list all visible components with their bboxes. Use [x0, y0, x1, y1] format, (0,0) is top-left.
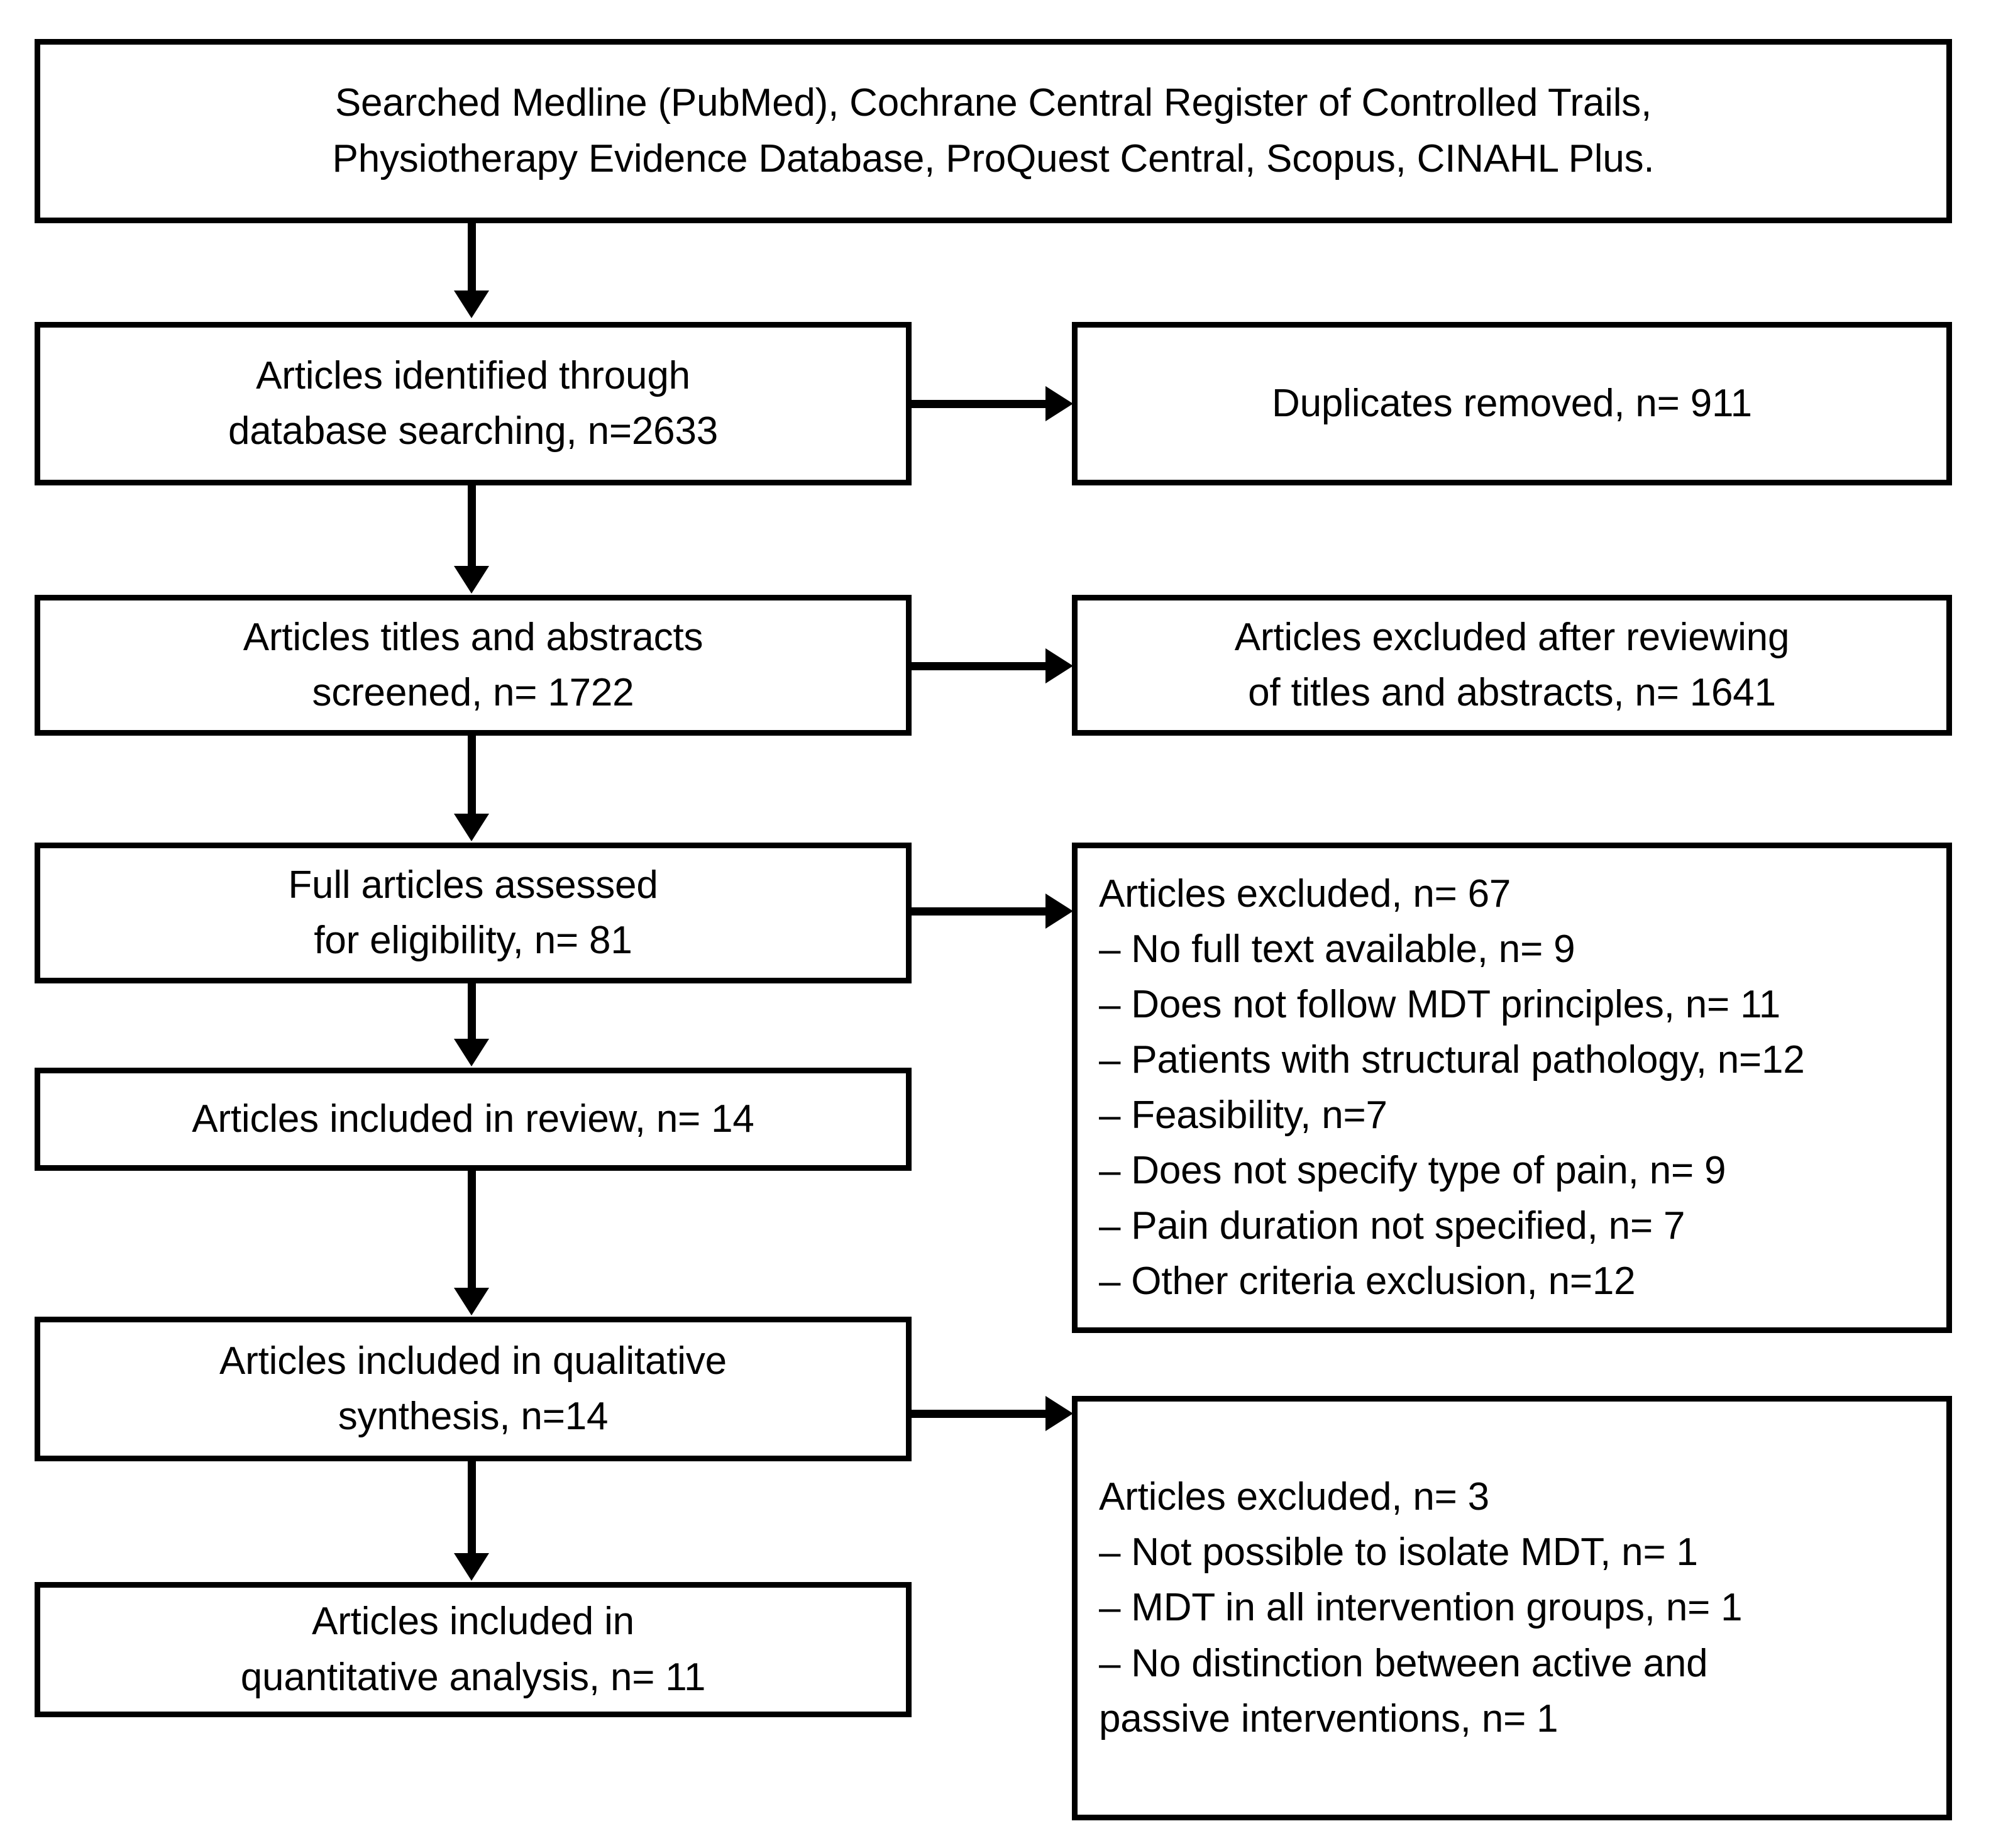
excluded-quantitative-line-4: – No distinction between active and: [1099, 1641, 1708, 1685]
screened-line-2: screened, n= 1722: [312, 671, 634, 714]
databases-searched-line-1: Searched Medline (PubMed), Cochrane Cent…: [334, 81, 1652, 125]
node-titles-abstracts-screened: Articles titles and abstracts screened, …: [35, 595, 912, 736]
screened-line-1: Articles titles and abstracts: [243, 615, 703, 659]
node-excluded-after-screening: Articles excluded after reviewing of tit…: [1072, 595, 1952, 736]
connector-eligibility-to-excluded: [912, 907, 1050, 916]
node-full-articles-assessed: Full articles assessed for eligibility, …: [35, 843, 912, 983]
eligibility-line-1: Full articles assessed: [288, 863, 658, 907]
excluded-fulltext-line-4: – Patients with structural pathology, n=…: [1099, 1037, 1805, 1082]
node-excluded-full-text: Articles excluded, n= 67 – No full text …: [1072, 843, 1952, 1333]
excluded-screening-line-1: Articles excluded after reviewing: [1234, 615, 1790, 659]
articles-identified-line-1: Articles identified through: [256, 353, 690, 397]
node-quantitative-analysis: Articles included in quantitative analys…: [35, 1582, 912, 1717]
quantitative-line-1: Articles included in: [312, 1600, 634, 1644]
arrowhead-qualitative-to-quantitative: [454, 1553, 489, 1581]
excluded-quantitative-line-5: passive interventions, n= 1: [1099, 1696, 1558, 1740]
node-articles-identified: Articles identified through database sea…: [35, 322, 912, 485]
duplicates-removed-line-1: Duplicates removed, n= 911: [1272, 381, 1752, 425]
articles-identified-line-2: database searching, n=2633: [228, 409, 719, 453]
connector-qualitative-to-quantitative: [468, 1461, 476, 1557]
node-databases-searched: Searched Medline (PubMed), Cochrane Cent…: [35, 39, 1952, 223]
eligibility-line-2: for eligibility, n= 81: [314, 919, 632, 962]
connector-included-review-to-qualitative: [468, 1171, 476, 1292]
connector-eligibility-to-included-review: [468, 983, 476, 1041]
excluded-fulltext-line-7: – Pain duration not specified, n= 7: [1099, 1204, 1685, 1248]
node-excluded-before-quantitative: Articles excluded, n= 3 – Not possible t…: [1072, 1396, 1952, 1820]
arrowhead-identified-to-screened: [454, 566, 489, 594]
arrowhead-qualitative-to-excluded: [1045, 1396, 1073, 1431]
arrowhead-included-review-to-qualitative: [454, 1288, 489, 1315]
arrowhead-eligibility-to-excluded: [1045, 894, 1073, 929]
arrowhead-sources-to-identified: [454, 290, 489, 318]
excluded-fulltext-line-1: Articles excluded, n= 67: [1099, 871, 1511, 916]
connector-qualitative-to-excluded: [912, 1410, 1050, 1418]
excluded-fulltext-line-2: – No full text available, n= 9: [1099, 927, 1575, 971]
qualitative-line-1: Articles included in qualitative: [219, 1339, 727, 1383]
included-review-line-1: Articles included in review, n= 14: [192, 1097, 754, 1141]
connector-identified-to-duplicates: [912, 400, 1050, 408]
databases-searched-line-2: Physiotherapy Evidence Database, ProQues…: [332, 136, 1655, 180]
node-articles-included-review: Articles included in review, n= 14: [35, 1068, 912, 1171]
quantitative-line-2: quantitative analysis, n= 11: [240, 1655, 706, 1699]
excluded-fulltext-line-6: – Does not specify type of pain, n= 9: [1099, 1149, 1726, 1193]
connector-sources-to-identified: [468, 223, 476, 302]
arrowhead-eligibility-to-included-review: [454, 1039, 489, 1066]
connector-screened-to-excluded: [912, 662, 1050, 670]
qualitative-line-2: synthesis, n=14: [338, 1395, 609, 1438]
arrowhead-screened-to-eligibility: [454, 814, 489, 841]
node-duplicates-removed: Duplicates removed, n= 911: [1072, 322, 1952, 485]
excluded-quantitative-line-1: Articles excluded, n= 3: [1099, 1475, 1489, 1519]
excluded-quantitative-line-3: – MDT in all intervention groups, n= 1: [1099, 1586, 1743, 1630]
connector-identified-to-screened: [468, 485, 476, 570]
arrowhead-identified-to-duplicates: [1045, 386, 1073, 421]
connector-screened-to-eligibility: [468, 736, 476, 817]
excluded-fulltext-line-8: – Other criteria exclusion, n=12: [1099, 1259, 1636, 1303]
node-qualitative-synthesis: Articles included in qualitative synthes…: [35, 1317, 912, 1461]
excluded-screening-line-2: of titles and abstracts, n= 1641: [1248, 671, 1776, 714]
arrowhead-screened-to-excluded: [1045, 648, 1073, 683]
excluded-quantitative-line-2: – Not possible to isolate MDT, n= 1: [1099, 1530, 1698, 1574]
excluded-fulltext-line-5: – Feasibility, n=7: [1099, 1093, 1387, 1137]
excluded-fulltext-line-3: – Does not follow MDT principles, n= 11: [1099, 982, 1781, 1026]
